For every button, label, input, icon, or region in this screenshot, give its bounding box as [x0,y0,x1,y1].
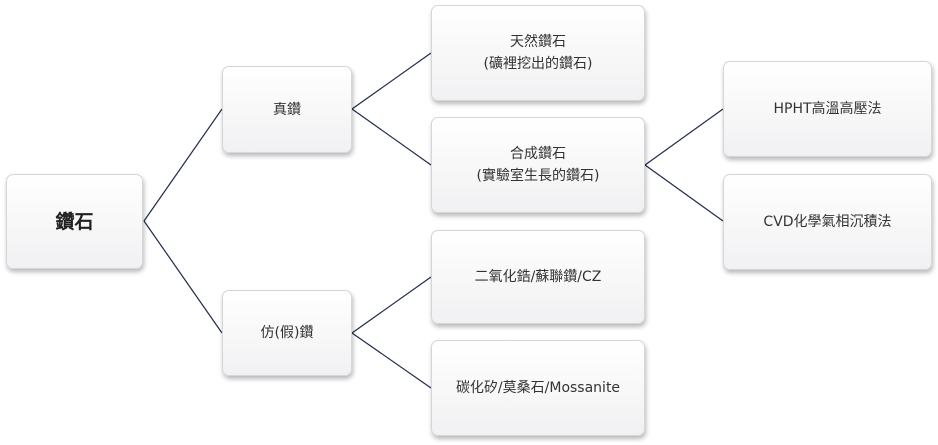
node-natural-diamond: 天然鑽石 (礦裡挖出的鑽石) [431,5,645,101]
node-label-line2: (實驗室生長的鑽石) [476,168,600,184]
node-fake-diamond: 仿(假)鑽 [222,290,352,376]
connector-synthetic-cvd [644,164,724,222]
node-real-diamond: 真鑽 [222,66,352,153]
connector-real-natural [351,52,432,110]
node-synthetic-diamond: 合成鑽石 (實驗室生長的鑽石) [431,117,645,213]
node-diamond: 鑽石 [6,174,143,269]
connector-root-fake [143,220,223,334]
connector-synthetic-hpht [644,108,724,166]
node-label-line1: 合成鑽石 [510,146,566,162]
node-label: HPHT高溫高壓法 [773,101,882,117]
connector-fake-moissanite [351,332,432,389]
node-label: 碳化矽/莫桑石/Mossanite [455,380,621,396]
node-hpht: HPHT高溫高壓法 [723,61,932,157]
node-cvd: CVD化學氣相沉積法 [723,174,932,270]
node-label: CVD化學氣相沉積法 [763,214,892,230]
node-label-line1: 天然鑽石 [510,34,566,50]
node-label-line2: (礦裡挖出的鑽石) [483,56,593,72]
node-cz: 二氧化鋯/蘇聯鑽/CZ [431,230,645,324]
connector-root-real [143,108,223,222]
node-label: 二氧化鋯/蘇聯鑽/CZ [474,269,602,285]
node-label: 鑽石 [55,210,94,233]
node-label: 仿(假)鑽 [260,325,314,341]
connector-fake-cz [351,276,432,334]
node-label: 真鑽 [273,101,301,118]
connector-real-synthetic [351,108,432,166]
node-moissanite: 碳化矽/莫桑石/Mossanite [431,340,645,436]
